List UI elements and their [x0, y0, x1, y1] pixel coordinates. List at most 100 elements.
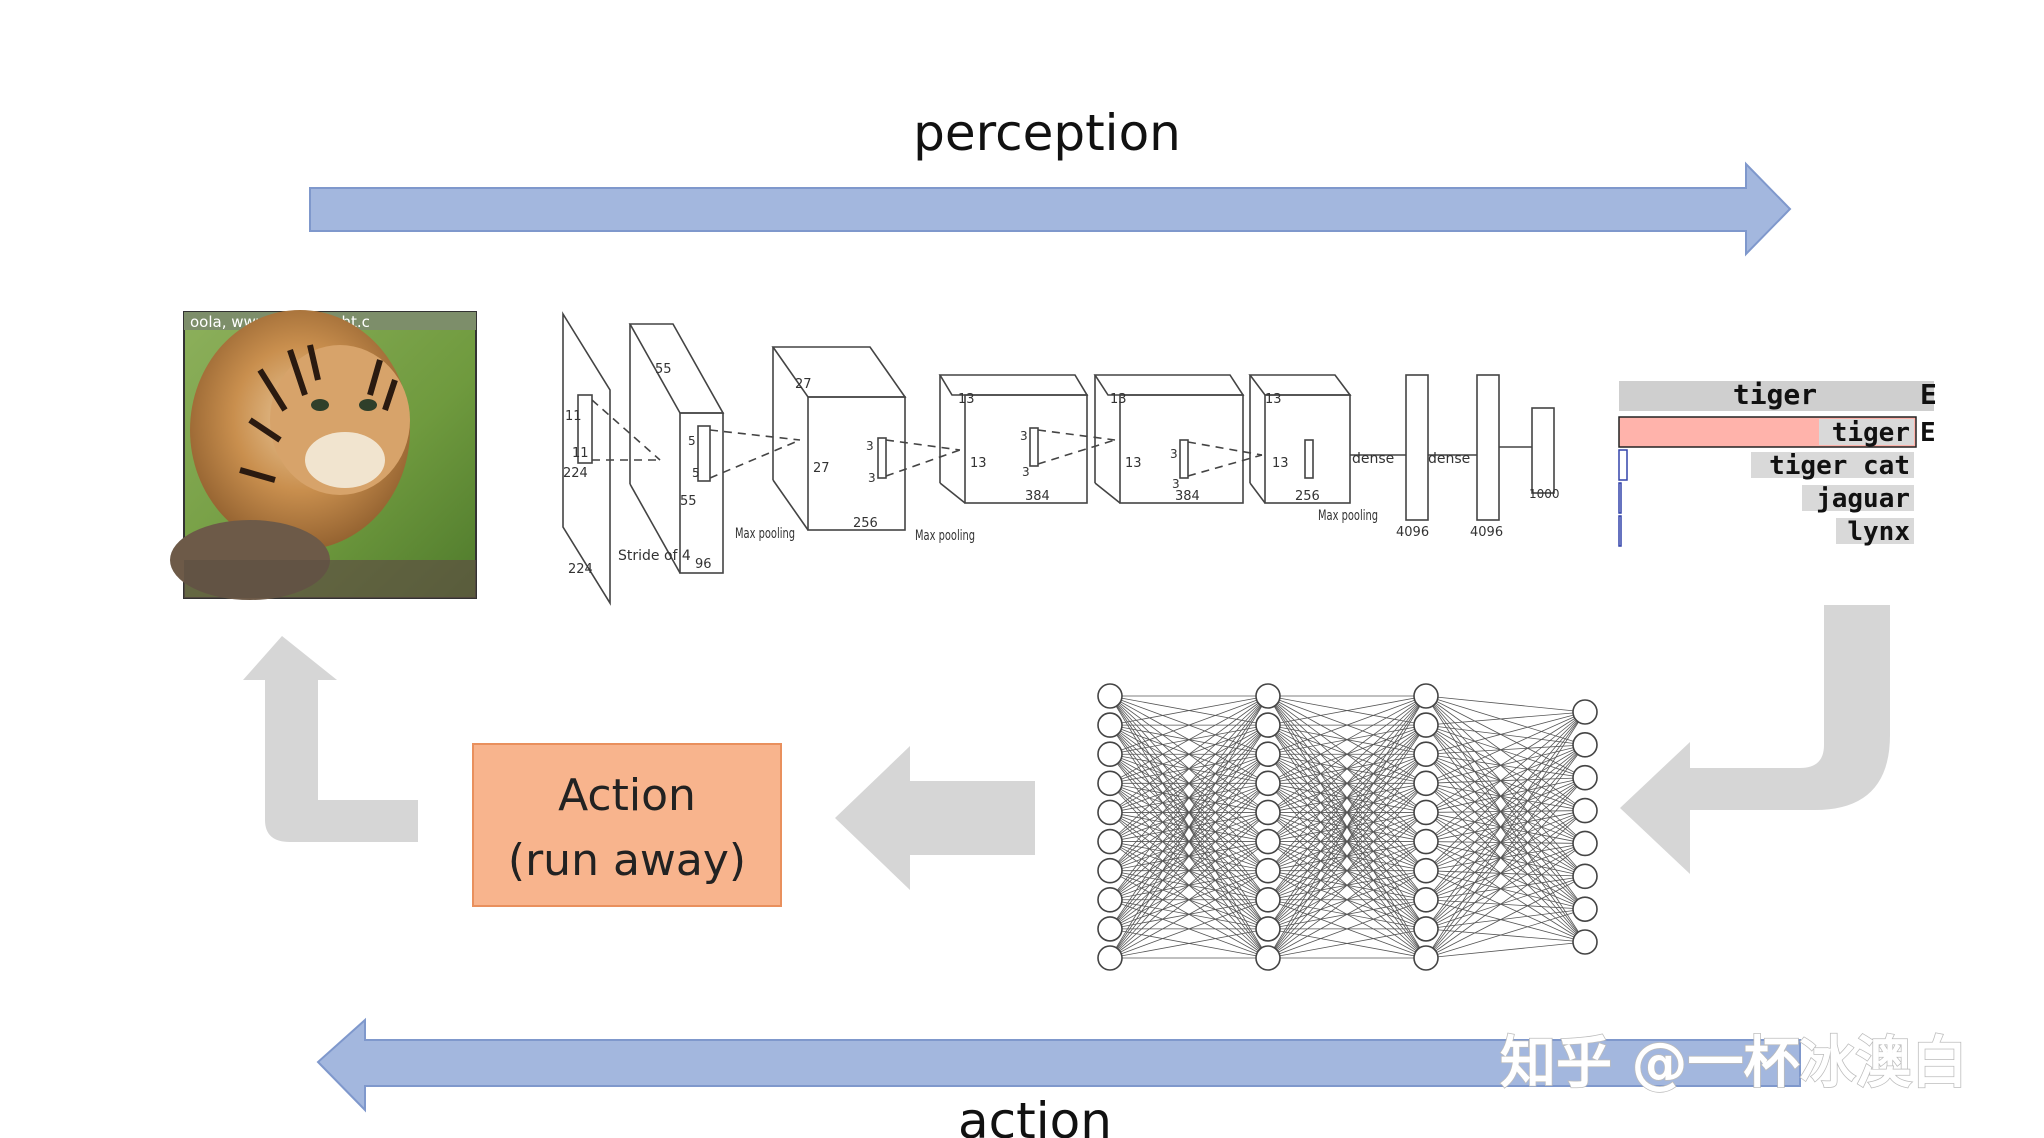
network-edge	[1425, 744, 1586, 901]
network-edge	[1425, 695, 1586, 779]
network-edge	[1425, 870, 1586, 943]
network-edge	[1267, 841, 1427, 959]
prediction-label: tiger cat	[1769, 451, 1910, 481]
network-edge	[1425, 812, 1586, 844]
network-edge	[1425, 777, 1586, 959]
network-edge	[1425, 899, 1586, 910]
network-edge	[1425, 908, 1586, 959]
network-edge	[1109, 695, 1269, 784]
network-edge	[1425, 744, 1586, 959]
network-edge	[1267, 695, 1427, 959]
action-label: action	[958, 1092, 1112, 1138]
network-edge	[1267, 695, 1427, 842]
network-edge	[1425, 711, 1586, 726]
network-node	[1572, 863, 1598, 890]
network-edge	[1109, 870, 1269, 959]
cnn-label: 96	[695, 557, 712, 572]
network-edge	[1425, 711, 1586, 871]
network-edge	[1425, 870, 1586, 877]
network-edge	[1109, 695, 1269, 930]
network-edge	[1425, 724, 1586, 779]
network-node	[1097, 857, 1123, 884]
network-edge	[1109, 695, 1269, 871]
network-edge	[1425, 744, 1586, 784]
network-node	[1413, 770, 1439, 797]
network-node	[1413, 886, 1439, 913]
network-edge	[1109, 695, 1269, 726]
network-edge	[1267, 695, 1427, 755]
network-edge	[1425, 724, 1586, 910]
network-node	[1413, 916, 1439, 942]
network-node	[1097, 683, 1123, 709]
network-edge	[1425, 711, 1586, 930]
cnn-label: 384	[1025, 489, 1050, 504]
network-edge	[1425, 843, 1586, 901]
network-edge	[1109, 753, 1269, 959]
network-node	[1255, 683, 1281, 709]
network-edge	[1425, 812, 1586, 910]
network-edge	[1425, 841, 1586, 844]
network-node	[1255, 886, 1281, 913]
cnn-label: 13	[1125, 456, 1142, 471]
prediction-suffix: E	[1920, 418, 1936, 448]
network-edge	[1425, 875, 1586, 901]
network-edge	[1425, 843, 1586, 872]
prediction-label: jaguar	[1816, 484, 1910, 514]
network-edge	[1425, 711, 1586, 959]
network-edge	[1425, 777, 1586, 813]
network-edge	[1425, 711, 1586, 755]
network-edge	[1425, 810, 1586, 959]
network-edge	[1425, 744, 1586, 930]
network-edge	[1425, 695, 1586, 746]
network-edge	[1425, 810, 1586, 813]
prediction-label-bg	[1836, 518, 1914, 544]
network-node	[1097, 886, 1123, 913]
cnn-label: 55	[655, 362, 672, 377]
network-edge	[1425, 753, 1586, 910]
network-node	[1572, 699, 1598, 725]
network-node	[1255, 857, 1281, 884]
network-edge	[1425, 777, 1586, 784]
network-edge	[1425, 711, 1586, 901]
action-box-title: Action	[558, 770, 696, 821]
network-edge	[1425, 810, 1586, 842]
network-edge	[1109, 724, 1269, 959]
prediction-label-bg	[1751, 452, 1914, 478]
prediction-label-bg	[1819, 419, 1914, 445]
network-node	[1097, 741, 1123, 768]
watermark: 知乎 @一杯冰澳白	[1500, 1031, 1968, 1096]
network-edge	[1425, 753, 1586, 779]
network-edge	[1267, 753, 1427, 959]
network-edge	[1109, 695, 1269, 755]
network-edge	[1425, 753, 1586, 844]
cnn-label: 11	[565, 409, 582, 424]
gray-turn-arrow-right	[1620, 605, 1890, 874]
network-edge	[1425, 744, 1586, 813]
prediction-bar	[1618, 482, 1622, 514]
cnn-label: 5	[692, 466, 700, 480]
network-edge	[1267, 724, 1427, 959]
cnn-label: 13	[970, 456, 987, 471]
network-edge	[1425, 753, 1586, 877]
cnn-dense-label: dense	[1352, 451, 1394, 467]
network-edge	[1425, 810, 1586, 872]
network-edge	[1109, 695, 1269, 901]
network-edge	[1267, 695, 1427, 871]
network-edge	[1425, 753, 1586, 943]
network-edge	[1109, 841, 1269, 959]
network-edge	[1425, 812, 1586, 877]
max-pooling-label: Max pooling	[915, 528, 975, 544]
network-edge	[1425, 753, 1586, 811]
network-edge	[1425, 777, 1586, 842]
network-edge	[1425, 810, 1586, 930]
network-edge	[1425, 744, 1586, 871]
prediction-label-bg	[1802, 485, 1914, 511]
network-node	[1097, 799, 1123, 826]
network-edge	[1267, 695, 1427, 813]
network-edge	[1425, 777, 1586, 930]
network-edge	[1425, 908, 1586, 930]
network-edge	[1267, 812, 1427, 959]
network-edge	[1109, 695, 1269, 959]
